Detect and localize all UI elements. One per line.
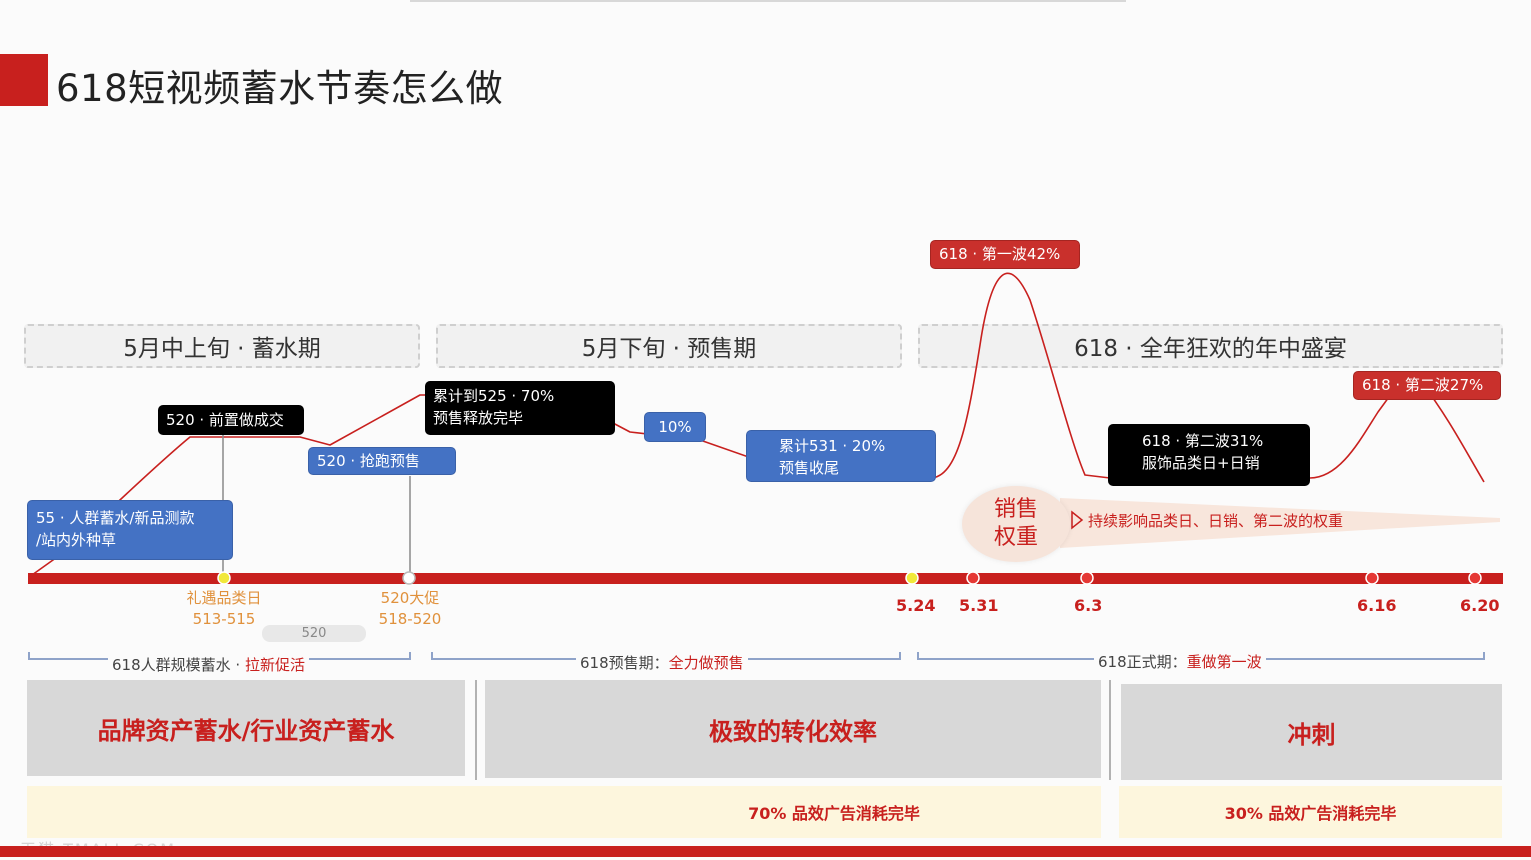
marker-531	[966, 571, 980, 585]
callout-55: 55 · 人群蓄水/新品测款 /站内外种草	[27, 500, 233, 560]
top-divider	[410, 0, 1126, 2]
phase-header-presale: 5月下旬 · 预售期	[436, 324, 902, 368]
date-label-620: 6.20	[1460, 596, 1500, 615]
weight-arrow-band	[1060, 498, 1500, 548]
ad-spend-70: 70% 品效广告消耗完毕	[27, 786, 1101, 838]
bottom-bar	[0, 846, 1531, 857]
panel-sprint: 冲刺	[1121, 684, 1502, 780]
sales-weight-note: 持续影响品类日、日销、第二波的权重	[1088, 512, 1344, 530]
callout-10pct: 10%	[644, 412, 706, 442]
timeline-bar	[28, 573, 1503, 584]
callout-wave1: 618 · 第一波42%	[930, 240, 1080, 269]
callout-wave2b: 618 · 第二波27%	[1353, 371, 1501, 400]
bracket-label-storage: 618人群规模蓄水 · 拉新促活	[108, 654, 309, 675]
timeline-label-520: 520大促 518-520	[378, 589, 442, 628]
sales-weight-circle: 销售 权重	[962, 486, 1070, 562]
marker-520	[402, 571, 416, 585]
ad-spend-30: 30% 品效广告消耗完毕	[1119, 786, 1502, 838]
marker-603	[1080, 571, 1094, 585]
marker-620	[1468, 571, 1482, 585]
date-label-524: 5.24	[896, 596, 936, 615]
phase-header-storage: 5月中上旬 · 蓄水期	[24, 324, 420, 368]
callout-525: 累计到525 · 70% 预售释放完毕	[425, 381, 615, 435]
date-label-531: 5.31	[959, 596, 999, 615]
marker-616	[1365, 571, 1379, 585]
callout-520-pre: 520 · 前置做成交	[158, 405, 304, 435]
marker-513	[217, 571, 231, 585]
callout-520-rush: 520 · 抢跑预售	[308, 447, 456, 475]
panel-asset-storage: 品牌资产蓄水/行业资产蓄水	[27, 680, 465, 776]
timeline-label-513: 礼遇品类日 513-515	[186, 589, 262, 628]
marker-524	[905, 571, 919, 585]
date-label-603: 6.3	[1074, 596, 1103, 615]
date-label-616: 6.16	[1357, 596, 1397, 615]
callout-531: 累计531 · 20% 预售收尾	[746, 430, 936, 482]
phase-header-618: 618 · 全年狂欢的年中盛宴	[918, 324, 1503, 368]
panel-conversion: 极致的转化效率	[485, 680, 1101, 778]
tag-520: 520	[262, 625, 366, 642]
page-title: 618短视频蓄水节奏怎么做	[56, 67, 504, 110]
bracket-label-618: 618正式期：重做第一波	[1094, 651, 1266, 672]
callout-wave2a: 618 · 第二波31% 服饰品类日+日销	[1108, 424, 1310, 486]
bracket-label-presale: 618预售期：全力做预售	[576, 652, 748, 673]
title-accent-bar	[0, 54, 48, 106]
weight-arrow-marker	[1071, 510, 1084, 530]
